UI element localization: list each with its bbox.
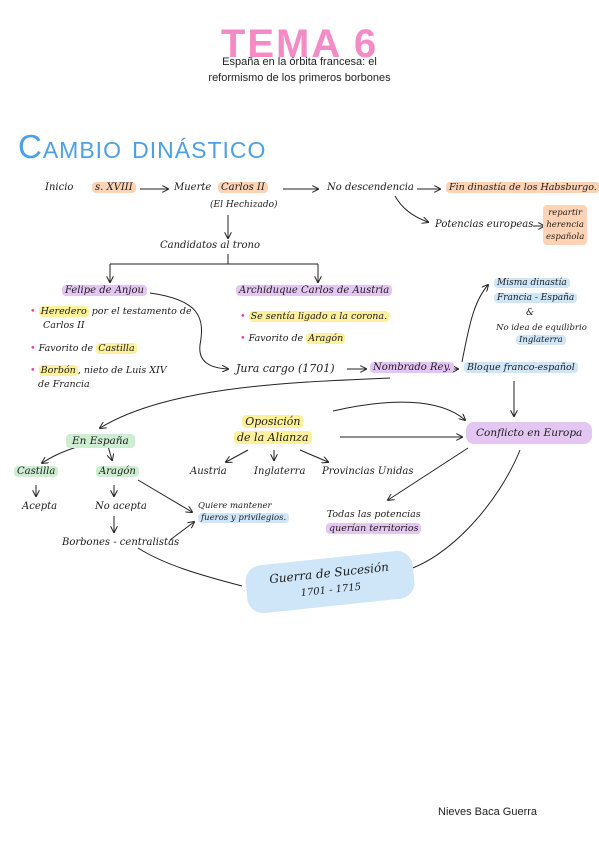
oposicion-line-2: de la Alianza — [234, 431, 312, 444]
node-candidatos: Candidatos al trono — [160, 240, 260, 251]
node-inicio: Inicio — [45, 182, 74, 193]
repartir-line-1: repartir — [548, 208, 583, 218]
misma-line-2: Francia - España — [494, 293, 578, 303]
felipe-borbon: Borbón — [38, 365, 78, 376]
node-provincias: Provincias Unidas — [322, 466, 414, 477]
felipe-favorito: Favorito de — [38, 343, 94, 354]
node-borbones: Borbones - centralistas — [62, 537, 180, 548]
node-misma-dinastia: Misma dinastía Francia - España & — [494, 276, 578, 321]
node-no-descendencia: No descendencia — [327, 182, 414, 193]
idea-line-1: No idea de equilibrio — [496, 323, 587, 333]
node-castilla: Castilla — [14, 466, 59, 477]
node-inglaterra: Inglaterra — [254, 466, 306, 477]
subtitle-line-1: España en la órbita francesa: el — [222, 56, 377, 68]
felipe-francia: de Francia — [38, 379, 90, 390]
bullet-dot: • — [30, 343, 36, 354]
node-quiere-mantener: Quiere mantener fueros y privilegios. — [198, 500, 290, 524]
node-acepta: Acepta — [22, 501, 58, 512]
felipe-bullet-3: • Borbón, nieto de Luis XIV de Francia — [30, 364, 167, 392]
node-nombrado: Nombrado Rey. — [370, 362, 454, 373]
node-no-equilibrio: No idea de equilibrio Inglaterra — [496, 322, 587, 346]
arch-bullet-1: • Se sentía ligado a la corona. — [240, 311, 390, 322]
felipe-castilla: Castilla — [96, 343, 137, 354]
node-conflicto: Conflicto en Europa — [466, 422, 593, 444]
arch-ligado: Se sentía ligado a la corona. — [248, 311, 390, 322]
felipe-bullet-2: • Favorito de Castilla — [30, 343, 137, 354]
repartir-line-2: herencia — [546, 220, 584, 230]
repartir-line-3: española — [546, 232, 585, 242]
node-en-espana: En España — [66, 434, 135, 448]
felipe-carlos: Carlos II — [43, 320, 85, 331]
node-potencias: Potencias europeas — [435, 219, 534, 230]
node-aragon: Aragón — [96, 466, 139, 477]
todas-line-1: Todas las potencias — [326, 509, 421, 520]
node-no-acepta: No acepta — [95, 501, 147, 512]
page-subtitle: España en la órbita francesa: el reformi… — [0, 54, 599, 86]
arch-bullet-2: • Favorito de Aragón — [240, 333, 346, 344]
bullet-dot: • — [240, 311, 246, 322]
felipe-bullet-1: • Heredero por el testamento de Carlos I… — [30, 305, 192, 333]
node-repartir-herencia: repartir herencia española — [543, 205, 588, 245]
oposicion-line-1: Oposición — [242, 415, 304, 428]
bullet-dot: • — [30, 306, 36, 317]
arch-aragon: Aragón — [306, 333, 346, 344]
node-oposicion: Oposición de la Alianza — [234, 414, 312, 446]
todas-line-2: querían territorios — [326, 523, 422, 534]
node-archiduque: Archiduque Carlos de Austria — [236, 285, 393, 296]
quiere-line-2: fueros y privilegios. — [198, 513, 290, 523]
node-todas-potencias: Todas las potencias querían territorios — [326, 508, 422, 536]
idea-line-2: Inglaterra — [516, 335, 566, 345]
misma-line-1: Misma dinastía — [494, 278, 570, 288]
author-name: Nieves Baca Guerra — [438, 806, 538, 818]
node-bloque: Bloque franco-español — [464, 362, 578, 373]
page-title: TEMA 6 — [220, 22, 379, 66]
felipe-nieto: , nieto de Luis XIV — [77, 365, 167, 376]
subtitle-line-2: reformismo de los primeros borbones — [208, 72, 391, 84]
node-felipe: Felipe de Anjou — [62, 285, 147, 296]
node-carlos: Carlos II — [218, 182, 268, 193]
felipe-testamento: por el testamento de — [91, 306, 192, 317]
quiere-line-1: Quiere mantener — [198, 501, 272, 511]
arch-favorito: Favorito de — [248, 333, 304, 344]
bullet-dot: • — [30, 365, 36, 376]
node-hechizado: (El Hechizado) — [210, 200, 278, 210]
node-siglo: s. XVIII — [92, 182, 136, 193]
misma-amp: & — [526, 308, 535, 318]
felipe-heredero: Heredero — [38, 306, 89, 317]
node-muerte: Muerte — [174, 182, 212, 193]
section-heading: Cambio dinástico — [18, 128, 267, 165]
bullet-dot: • — [240, 333, 246, 344]
node-jura: Jura cargo (1701) — [236, 362, 335, 375]
node-fin-dinastia: Fin dinastía de los Habsburgo. — [446, 182, 599, 193]
node-austria: Austria — [190, 466, 227, 477]
